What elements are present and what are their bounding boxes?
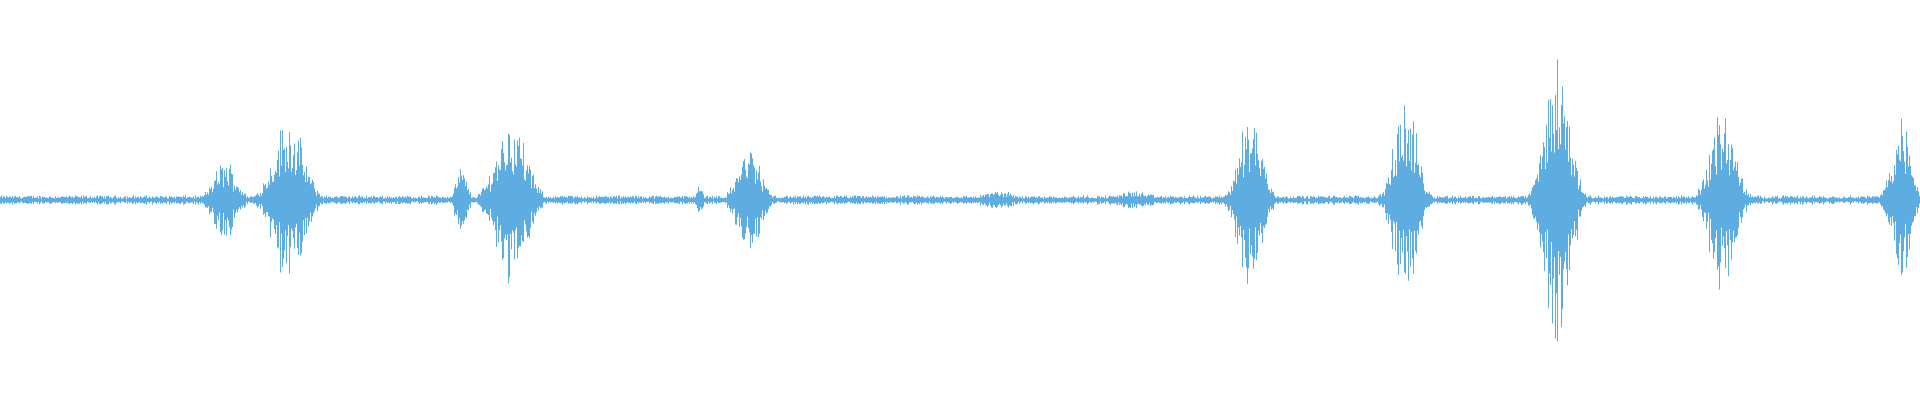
waveform-path xyxy=(0,59,1920,342)
waveform-samples xyxy=(0,59,1920,342)
